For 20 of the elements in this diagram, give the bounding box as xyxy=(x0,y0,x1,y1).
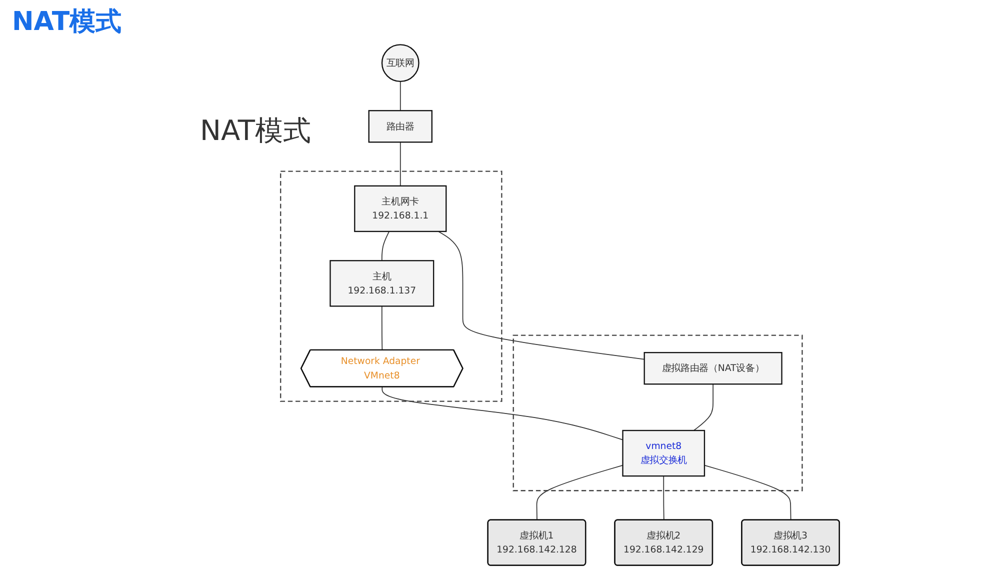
cluster xyxy=(512,334,803,492)
connector xyxy=(400,81,401,112)
connector xyxy=(381,231,390,262)
node-box: vmnet8 虚拟交换机 xyxy=(622,430,706,477)
connector xyxy=(536,464,624,521)
diagram-heading: NAT模式 xyxy=(200,113,312,149)
connector xyxy=(438,231,645,360)
node-box: 主机网卡 192.168.1.1 xyxy=(354,185,447,232)
connector xyxy=(382,386,624,440)
title: NAT模式 xyxy=(12,6,122,39)
node-circle: 互联网 xyxy=(381,44,420,82)
connector xyxy=(400,142,401,186)
connector xyxy=(693,384,714,431)
node-box: 主机 192.168.1.137 xyxy=(330,260,434,307)
connector xyxy=(704,464,792,521)
cluster xyxy=(280,170,502,402)
connector xyxy=(381,306,383,351)
node-box: 虚拟路由器（NAT设备） xyxy=(644,352,782,385)
connector xyxy=(663,476,664,521)
node-box: 路由器 xyxy=(368,110,432,143)
